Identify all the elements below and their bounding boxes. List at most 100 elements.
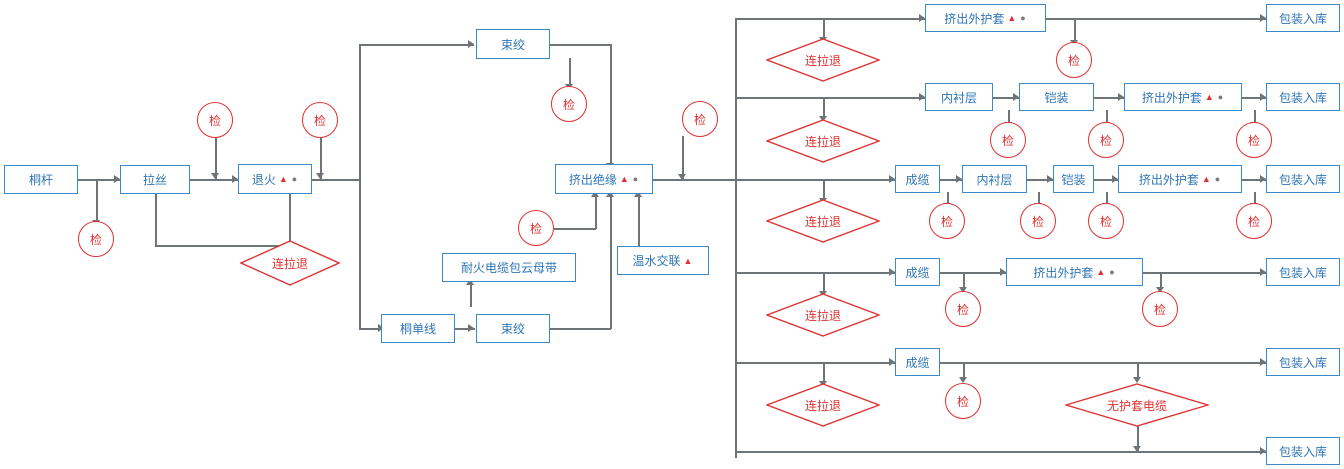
connector <box>1137 362 1139 380</box>
inspection-label: 检 <box>693 112 706 127</box>
inspection-lasi[interactable]: 检 <box>78 221 114 257</box>
inspection-label: 检 <box>1247 133 1260 148</box>
connector <box>940 179 962 181</box>
diamond-shape-icon <box>766 293 880 337</box>
node-label: 挤出外护套 <box>1141 90 1202 105</box>
arrow-icon <box>1260 358 1266 366</box>
jichujueyuan-node[interactable]: 挤出绝缘 ▲ ● <box>555 164 653 194</box>
inspection-row5-a[interactable]: 检 <box>945 383 981 419</box>
chenglan-row5[interactable]: 成缆 <box>895 348 940 376</box>
inspection-tuihuo-right[interactable]: 检 <box>302 102 338 138</box>
connector <box>312 179 360 181</box>
arrow-icon <box>889 358 895 366</box>
inspection-jueyuan-left[interactable]: 检 <box>518 210 554 246</box>
connector <box>735 451 1266 453</box>
diamond-label: 连拉退 <box>804 53 841 68</box>
dot-marker-icon: ● <box>1217 92 1225 102</box>
connector <box>550 44 611 46</box>
baozhuang-row6[interactable]: 包装入库 <box>1266 437 1340 465</box>
dot-marker-icon: ● <box>1109 267 1116 277</box>
connector <box>653 179 735 181</box>
arrow-icon <box>1260 93 1266 101</box>
inspection-label: 检 <box>208 113 221 128</box>
naihuo-node[interactable]: 耐火电缆包云母带 <box>442 253 576 282</box>
inspection-shujiao-top[interactable]: 检 <box>551 86 587 122</box>
triangle-marker-icon: ▲ <box>1204 92 1215 102</box>
inspection-row3-d[interactable]: 检 <box>1236 203 1272 239</box>
neichenceng-row2[interactable]: 内衬层 <box>925 83 993 111</box>
inspection-label: 检 <box>529 221 542 236</box>
arrow-icon <box>678 174 686 180</box>
connector <box>215 130 217 179</box>
inspection-label: 检 <box>956 394 969 409</box>
connector <box>963 272 965 290</box>
inspection-tuihuo-left[interactable]: 检 <box>197 102 233 138</box>
lianlatui-row2[interactable]: 连拉退 <box>766 119 880 163</box>
connector <box>947 192 949 206</box>
node-label: 成缆 <box>905 355 930 370</box>
inspection-label: 检 <box>1153 302 1166 317</box>
inspection-row3-a[interactable]: 检 <box>929 203 965 239</box>
neichenceng-row3[interactable]: 内衬层 <box>962 165 1027 193</box>
lianlatui-row1[interactable]: 连拉退 <box>766 38 880 82</box>
chenglan-row4[interactable]: 成缆 <box>895 258 940 286</box>
lianlatui-main[interactable]: 连拉退 <box>240 240 340 286</box>
inspection-row2-b[interactable]: 检 <box>1088 122 1124 158</box>
connector <box>735 362 895 364</box>
lianlatui-row5[interactable]: 连拉退 <box>766 383 880 427</box>
inspection-row4-b[interactable]: 检 <box>1142 291 1178 327</box>
arrow-icon <box>1013 93 1019 101</box>
kaizhuang-row2[interactable]: 铠装 <box>1019 83 1094 111</box>
wuhutao-diamond[interactable]: 无护套电缆 <box>1065 383 1209 427</box>
dot-marker-icon: ● <box>1214 174 1222 184</box>
jichuwaihutao-row2[interactable]: 挤出外护套 ▲ ● <box>1124 83 1242 111</box>
inspection-row1[interactable]: 检 <box>1056 42 1092 78</box>
inspection-row4-a[interactable]: 检 <box>945 291 981 327</box>
baozhuang-row4[interactable]: 包装入库 <box>1266 258 1340 286</box>
arrow-icon <box>959 377 967 383</box>
connector <box>823 18 825 40</box>
baozhuang-row1[interactable]: 包装入库 <box>1266 4 1340 32</box>
chenglan-row3[interactable]: 成缆 <box>895 165 940 193</box>
baozhuang-row3[interactable]: 包装入库 <box>1266 165 1340 193</box>
lasi-node[interactable]: 拉丝 <box>120 165 190 194</box>
lianlatui-row4[interactable]: 连拉退 <box>766 293 880 337</box>
connector <box>78 179 120 181</box>
node-label: 包装入库 <box>1278 265 1327 280</box>
connector <box>610 44 612 169</box>
connector <box>735 18 737 458</box>
jichuwaihutao-row4[interactable]: 挤出外护套 ▲ ● <box>1006 258 1143 286</box>
connector <box>1254 192 1256 206</box>
tongdanxian-node[interactable]: 桐单线 <box>381 314 455 343</box>
inspection-row3-b[interactable]: 检 <box>1020 203 1056 239</box>
baozhuang-row2[interactable]: 包装入库 <box>1266 83 1340 111</box>
arrow-icon <box>1260 175 1266 183</box>
kaizhuang-row3[interactable]: 铠装 <box>1053 165 1094 193</box>
node-label: 成缆 <box>905 265 930 280</box>
wenshui-node[interactable]: 温水交联 ▲ <box>617 246 709 275</box>
inspection-row2-a[interactable]: 检 <box>990 122 1026 158</box>
tuihuo-node[interactable]: 退火 ▲ ● <box>238 164 312 194</box>
inspection-row2-c[interactable]: 检 <box>1236 122 1272 158</box>
node-label: 退火 <box>251 172 276 187</box>
shujiao-bottom-node[interactable]: 束绞 <box>476 314 550 343</box>
shujiao-top-node[interactable]: 束绞 <box>476 29 550 59</box>
connector <box>638 193 640 246</box>
inspection-jueyuan-right[interactable]: 检 <box>682 101 718 137</box>
triangle-marker-icon: ▲ <box>1096 267 1107 277</box>
arrow-icon <box>468 324 474 332</box>
arrow-icon <box>959 287 967 293</box>
node-label: 桐杆 <box>28 173 53 187</box>
baozhuang-row5[interactable]: 包装入库 <box>1266 348 1340 376</box>
arrow-icon <box>889 175 895 183</box>
jichuwaihutao-row3[interactable]: 挤出外护套 ▲ ● <box>1118 165 1242 193</box>
tonggan-node[interactable]: 桐杆 <box>4 165 78 194</box>
connector <box>1160 272 1162 290</box>
connector <box>1143 272 1266 274</box>
jichuwaihutao-row1[interactable]: 挤出外护套 ▲ ● <box>925 4 1046 32</box>
inspection-row3-c[interactable]: 检 <box>1088 203 1124 239</box>
lianlatui-row3[interactable]: 连拉退 <box>766 199 880 243</box>
connector <box>595 193 597 229</box>
inspection-label: 检 <box>1067 53 1080 68</box>
node-label: 包装入库 <box>1278 11 1327 26</box>
